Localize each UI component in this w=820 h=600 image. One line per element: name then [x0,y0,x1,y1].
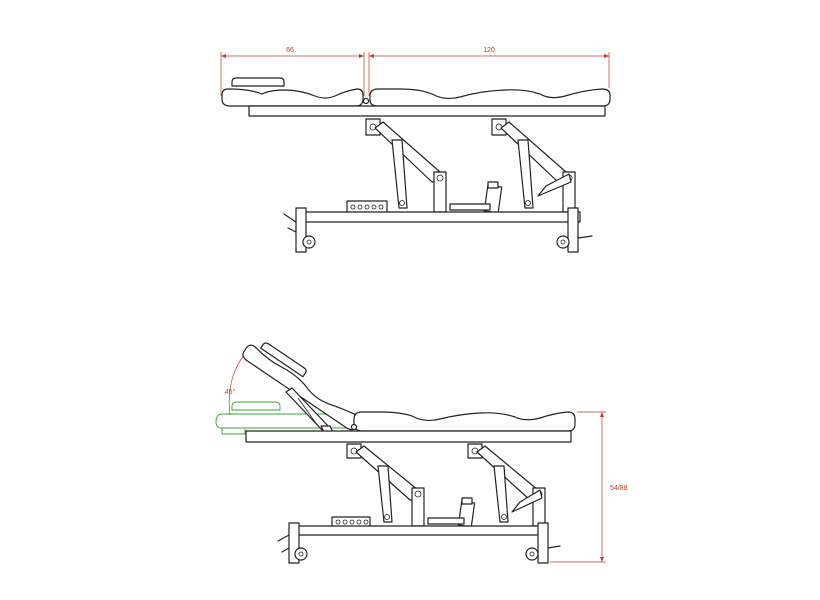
caster-wheel-right [556,235,570,249]
left-lift-arm-lower [346,443,425,527]
dimension-label-120: 120 [483,47,495,54]
caster-wheel-left-lower [294,547,308,561]
control-box [346,200,388,214]
lift-motor [449,181,503,214]
dimension-body-length: 120 [368,47,610,96]
dimension-label-height: 54/88 [610,485,628,492]
base-frame-lower [293,525,545,536]
right-lift-arm-lower [467,443,546,527]
dimension-label-66: 66 [286,47,294,54]
base-frame [299,211,581,223]
raised-backrest [242,342,361,431]
raised-backrest-view: 45° [215,342,628,564]
head-cushion [221,88,364,107]
body-cushion-lower [353,411,576,432]
right-lift-arm [491,118,576,213]
bed-base-board [248,105,606,117]
dimension-head-length: 66 [220,47,365,96]
bed-base-board-lower [245,430,572,443]
left-lift-arm [365,118,447,213]
head-pillow [231,77,285,87]
body-cushion [369,88,611,107]
flat-bed-view: 66 120 [220,47,611,253]
dimension-height-range: 54/88 [550,411,628,563]
lift-motor-lower [427,497,476,528]
dimension-label-45: 45° [225,388,236,396]
caster-wheel-left [302,235,316,249]
caster-wheel-right-lower [525,547,539,561]
